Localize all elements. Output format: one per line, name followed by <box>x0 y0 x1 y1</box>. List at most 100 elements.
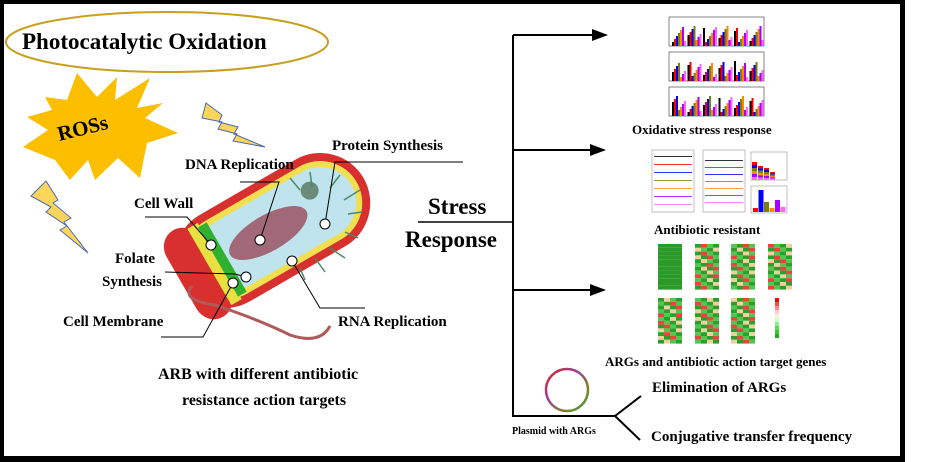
heatmap-cell <box>749 313 755 317</box>
heatmap-cell <box>676 328 682 333</box>
heatmap-cell <box>774 244 780 248</box>
heatmap-cell <box>664 336 670 340</box>
thumb-mark <box>678 110 680 116</box>
thumb-mark <box>742 36 744 46</box>
colorbar <box>775 326 779 330</box>
heatmap-cell <box>670 336 676 340</box>
heatmap-cell <box>743 285 749 290</box>
thumb-mark <box>755 109 758 116</box>
heatmap-cell <box>670 298 676 302</box>
thumb-mark <box>742 96 744 116</box>
heatmap-cell <box>707 328 713 333</box>
thumb-mark <box>757 106 760 116</box>
heatmap-cell <box>676 336 682 340</box>
heatmap-cell <box>701 274 707 279</box>
heatmap-cell <box>664 298 670 302</box>
thumb-mark <box>769 208 775 212</box>
heatmap-cell <box>676 285 682 290</box>
heatmap-cell <box>701 278 707 282</box>
heatmap-cell <box>768 270 774 275</box>
heatmap-cell <box>743 309 749 314</box>
thumb-mark <box>751 68 754 81</box>
thumb-mark <box>758 173 763 176</box>
label-dna-replication: DNA Replication <box>185 157 294 173</box>
heatmap-cell <box>676 298 682 302</box>
heatmap-cell <box>768 266 774 271</box>
thumb-mark <box>755 32 758 46</box>
heatmap-cell <box>701 263 707 267</box>
thumb-mark <box>746 77 748 81</box>
thumb-mark <box>726 103 729 116</box>
heatmap-cell <box>749 247 755 252</box>
heatmap-cell <box>664 278 670 282</box>
thumb-mark <box>691 76 694 81</box>
thumb-mark <box>764 178 769 180</box>
thumb-mark <box>744 33 746 46</box>
thumb-mark <box>770 174 775 176</box>
heatmap-cell <box>676 251 682 256</box>
heatmap-cell <box>774 266 780 271</box>
heatmap-cell <box>713 263 719 267</box>
heatmap-cell <box>707 339 713 344</box>
thumb-mark <box>693 26 696 46</box>
heatmap-cell <box>743 320 749 325</box>
thumb-mark <box>682 74 684 81</box>
heatmap-cell <box>707 274 713 279</box>
caption-line-1: ARB with different antibiotic <box>158 366 359 383</box>
thumb-mark <box>705 167 743 168</box>
thumb-mark <box>705 42 707 46</box>
thumb-mark <box>707 99 709 116</box>
thumb-mark <box>697 97 700 116</box>
thumb-mark <box>752 162 757 165</box>
heatmap-cell <box>701 324 707 329</box>
heatmap-cell <box>786 259 792 263</box>
heatmap-cell <box>731 285 737 290</box>
thumb-mark <box>715 104 717 116</box>
heatmap-cell <box>658 305 664 310</box>
lightning-icon <box>30 180 89 254</box>
heatmap-cell <box>731 305 737 310</box>
heatmap-cell <box>676 259 682 263</box>
heatmap-cell <box>774 274 780 279</box>
heatmap-cell <box>695 270 701 275</box>
thumb-mark <box>691 106 694 116</box>
heatmap-cell <box>670 317 676 321</box>
heatmap-cell <box>670 313 676 317</box>
heatmap-cell <box>737 266 743 271</box>
thumb-mark <box>713 77 715 81</box>
heatmap-cell <box>707 313 713 317</box>
heatmap-cell <box>664 259 670 263</box>
plasmid-icon <box>544 367 590 413</box>
heatmap-cell <box>749 285 755 290</box>
heatmap-cell <box>780 263 786 267</box>
heatmap-cell <box>707 301 713 306</box>
heatmap-cell <box>707 263 713 267</box>
thumb-mark <box>734 61 736 81</box>
heatmap-cell <box>670 278 676 282</box>
heatmap-cell <box>713 317 719 321</box>
thumb-mark <box>689 32 692 46</box>
thumb-mark <box>720 65 723 81</box>
thumb-mark <box>746 107 748 116</box>
thumb-mark <box>740 69 742 81</box>
thumb-mark <box>728 70 731 81</box>
heatmap-cell <box>664 244 670 248</box>
heatmap-cell <box>731 339 737 344</box>
heatmap-cell <box>713 332 719 336</box>
thumb-mark <box>764 202 769 212</box>
colorbar <box>775 310 779 314</box>
thumb-mark <box>713 107 715 116</box>
heatmap-cell <box>743 324 749 329</box>
thumb-mark <box>705 181 743 182</box>
heatmap-cell <box>713 247 719 252</box>
heatmap-cell <box>737 278 743 282</box>
heatmap-cell <box>780 259 786 263</box>
heatmap-cell <box>749 278 755 282</box>
heatmap-cell <box>749 305 755 310</box>
heatmap-cell <box>664 309 670 314</box>
stress-bracket <box>512 29 642 441</box>
thumb-mark <box>758 175 763 178</box>
thumb-mark <box>680 30 682 46</box>
lightning-icon <box>201 102 266 148</box>
heatmap-cell <box>658 263 664 267</box>
